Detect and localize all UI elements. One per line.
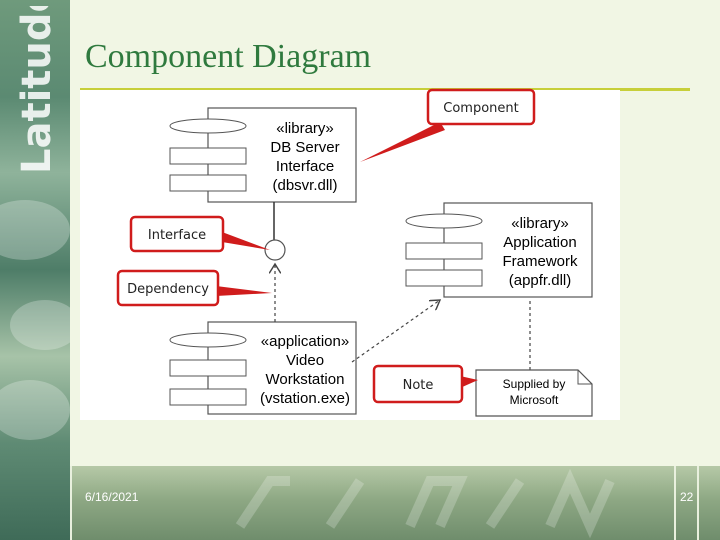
interface-symbol[interactable] xyxy=(264,239,286,261)
note-supplied-by-microsoft[interactable]: Supplied by Microsoft xyxy=(475,369,593,417)
component-name-line: Application xyxy=(503,234,576,251)
component-name-line: Video xyxy=(286,352,324,369)
component-file-name: (appfr.dll) xyxy=(509,272,572,289)
slide-date: 6/16/2021 xyxy=(85,490,139,504)
callout-dependency: Dependency xyxy=(116,269,272,307)
note-line: Microsoft xyxy=(510,393,559,407)
sidebar-decoration: Latitude360 xyxy=(0,0,70,540)
callout-label: Component xyxy=(443,101,518,116)
title-rule xyxy=(80,88,690,91)
callout-interface: Interface xyxy=(129,215,270,253)
slide-page-number: 22 xyxy=(680,490,694,504)
component-name-line: Workstation xyxy=(266,371,345,388)
callout-pointer xyxy=(460,376,478,388)
note-line: Supplied by xyxy=(503,377,566,391)
band-decoration xyxy=(230,466,650,540)
component-stereotype: «application» xyxy=(261,333,349,350)
callout-note: Note xyxy=(372,364,478,404)
callout-label: Note xyxy=(403,378,434,393)
callout-pointer xyxy=(360,122,445,162)
bottom-band xyxy=(70,466,720,540)
latitude360-logo: Latitude360 xyxy=(14,6,60,174)
component-name-line: Framework xyxy=(502,253,578,270)
callout-component: Component xyxy=(360,88,536,162)
callout-label: Dependency xyxy=(127,282,209,297)
component-file-name: (dbsvr.dll) xyxy=(272,177,337,194)
component-db-server[interactable]: «library» DB Server Interface (dbsvr.dll… xyxy=(169,107,357,203)
component-stereotype: «library» xyxy=(276,120,334,137)
callout-pointer xyxy=(222,232,270,250)
component-name-line: Interface xyxy=(276,158,334,175)
band-divider xyxy=(697,466,699,540)
component-application-framework[interactable]: «library» Application Framework (appfr.d… xyxy=(405,202,593,298)
component-name-line: DB Server xyxy=(270,139,339,156)
band-divider xyxy=(70,466,72,540)
brand-text: Latitude360 xyxy=(14,6,60,174)
callout-label: Interface xyxy=(148,228,206,243)
component-stereotype: «library» xyxy=(511,215,569,232)
band-divider xyxy=(674,466,676,540)
callout-pointer xyxy=(216,286,272,296)
slide-title: Component Diagram xyxy=(85,38,372,75)
component-video-workstation[interactable]: «application» Video Workstation (vstatio… xyxy=(169,321,357,415)
dependency-arrow[interactable] xyxy=(351,300,440,363)
component-file-name: (vstation.exe) xyxy=(260,390,350,407)
